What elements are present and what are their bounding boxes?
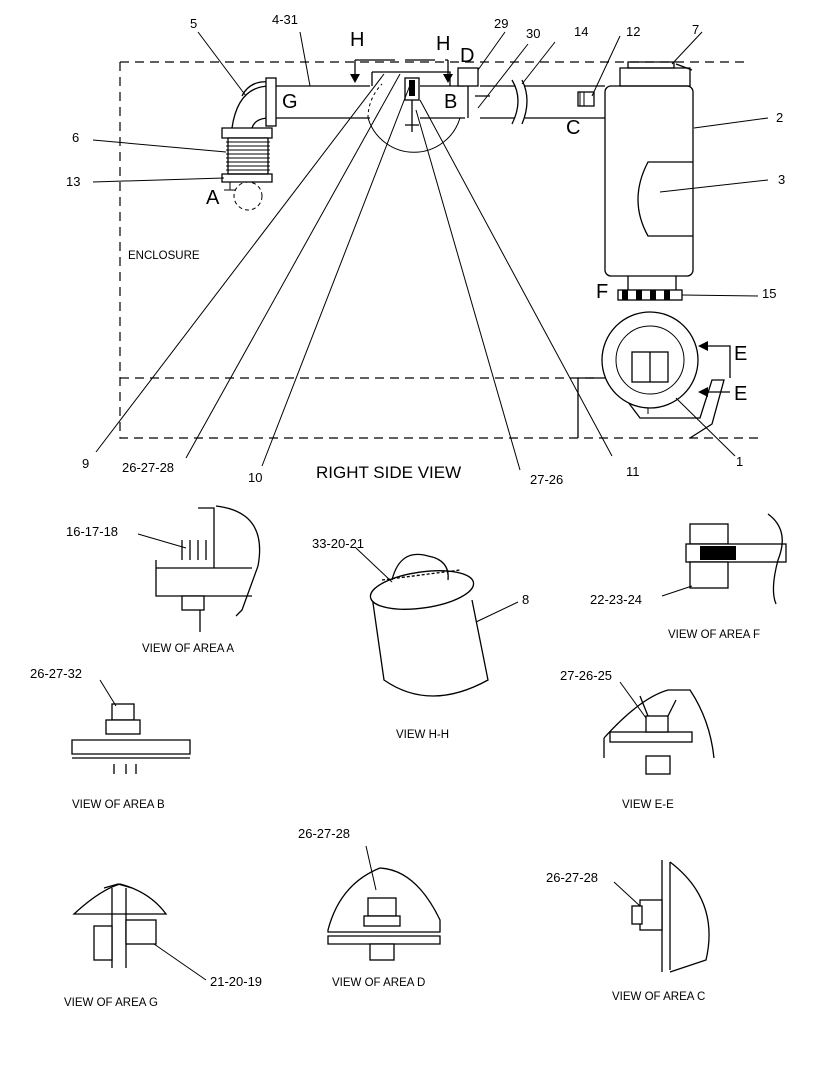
callout-14: 14 [574,24,588,39]
callout-30: 30 [526,26,540,41]
precleaner-1 [601,311,699,414]
caption-view-hh: VIEW H-H [396,729,449,741]
letter-h-right: H [436,33,450,55]
callout-15: 15 [762,286,776,301]
caption-view-area-d: VIEW OF AREA D [332,977,425,989]
callout-5: 5 [190,16,197,31]
caption-view-area-a: VIEW OF AREA A [142,643,234,655]
letter-c: C [566,117,580,139]
callout-27-26-25: 27-26-25 [560,668,612,683]
letter-d: D [460,45,474,67]
right-side-view: 5 4-31 29 30 14 12 7 2 3 15 1 11 27-26 1… [66,12,785,487]
callout-4-31: 4-31 [272,12,298,27]
callout-13: 13 [66,174,80,189]
detail-area-d: 26-27-28 VIEW OF AREA D [298,826,441,989]
letter-e-lower: E [734,383,747,405]
callout-26-27-28-area-d: 26-27-28 [298,826,350,841]
callout-11: 11 [626,464,640,479]
callout-2: 2 [776,110,783,125]
callout-9: 9 [82,456,89,471]
letter-e-upper: E [734,343,747,365]
callout-29: 29 [494,16,508,31]
callout-33-20-21: 33-20-21 [312,536,364,551]
detail-area-b: 26-27-32 VIEW OF AREA B [30,666,191,811]
caption-view-area-g: VIEW OF AREA G [64,997,158,1009]
callout-21-20-19: 21-20-19 [210,974,262,989]
callout-1: 1 [736,454,743,469]
caption-view-ee: VIEW E-E [622,799,674,811]
callout-7: 7 [692,22,699,37]
enclosure-label: ENCLOSURE [128,250,200,262]
callout-3: 3 [778,172,785,187]
callout-8: 8 [522,592,529,607]
detail-view-ee: 27-26-25 VIEW E-E [560,668,715,811]
callout-12: 12 [626,24,640,39]
callout-6: 6 [72,130,79,145]
detail-area-c: 26-27-28 VIEW OF AREA C [546,860,710,1003]
callout-16-17-18: 16-17-18 [66,524,118,539]
letter-g: G [282,91,298,113]
detail-view-hh: 33-20-21 8 VIEW H-H [312,536,529,741]
bellows-6 [221,137,273,211]
letter-f: F [596,281,608,303]
callout-22-23-24: 22-23-24 [590,592,642,607]
caption-view-area-b: VIEW OF AREA B [72,799,165,811]
letter-h-left: H [350,29,364,51]
detail-area-a: 16-17-18 VIEW OF AREA A [66,505,261,655]
callout-26-27-28-area-c: 26-27-28 [546,870,598,885]
detail-area-g: 21-20-19 VIEW OF AREA G [64,883,262,1009]
main-view-title: RIGHT SIDE VIEW [316,463,461,482]
caption-view-area-f: VIEW OF AREA F [668,629,760,641]
callout-27-26: 27-26 [530,472,563,487]
callout-26-27-32: 26-27-32 [30,666,82,681]
caption-view-area-c: VIEW OF AREA C [612,991,705,1003]
letter-a: A [206,187,220,209]
callout-26-27-28-main: 26-27-28 [122,460,174,475]
callout-10: 10 [248,470,262,485]
letter-b: B [444,91,457,113]
detail-area-f: 22-23-24 VIEW OF AREA F [590,513,787,641]
